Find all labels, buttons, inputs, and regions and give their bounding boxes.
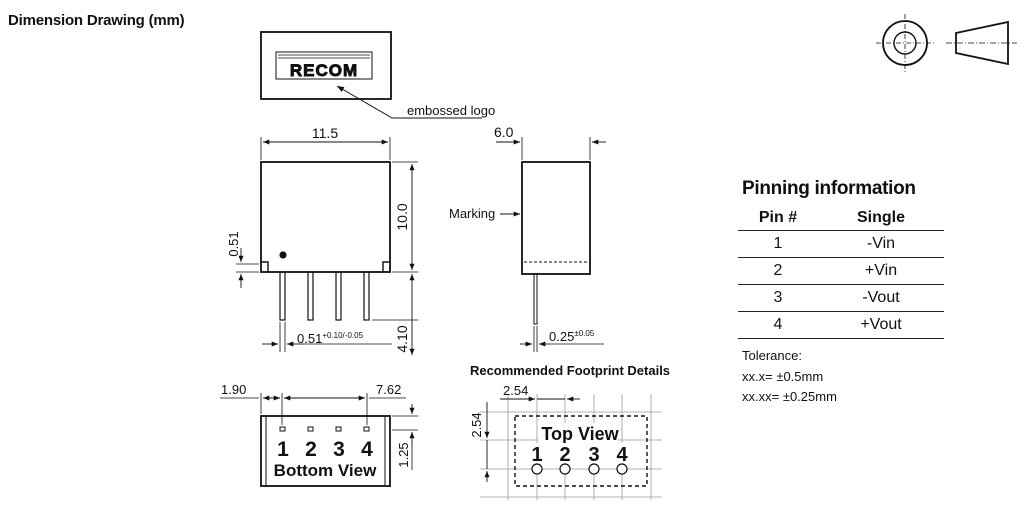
projection-symbol-icon <box>876 14 1017 72</box>
logo-view: RECOM embossed logo <box>260 31 495 119</box>
pitch-total-dimension: 7.62 <box>376 382 401 397</box>
footprint-pin-3: 3 <box>588 444 599 466</box>
pin-number-header: Pin # <box>738 206 818 231</box>
bottom-pin-1: 1 <box>277 438 289 461</box>
footprint-pin-1: 1 <box>531 444 542 466</box>
bottom-pin-3: 3 <box>333 438 345 461</box>
tolerance-line: xx.x= ±0.5mm <box>742 369 824 384</box>
pin-function-cell: -Vin <box>818 230 944 258</box>
table-row: 3 -Vout <box>738 284 944 312</box>
side-offset-dimension: 1.25 <box>396 442 411 467</box>
footprint-title: Recommended Footprint Details <box>470 363 670 378</box>
footprint-view: Recommended Footprint Details Top View 1… <box>469 363 670 500</box>
marking-label: Marking <box>449 206 495 221</box>
table-row: 4 +Vout <box>738 311 944 339</box>
bottom-pin-4: 4 <box>361 438 373 461</box>
depth-dimension: 6.0 <box>494 124 514 140</box>
logo-text: RECOM <box>290 61 358 80</box>
side-view: 6.0 Marking 0.25±0.05 <box>449 124 606 352</box>
pinning-table: Pin # Single 1 -Vin 2 +Vin 3 -Vout 4 +Vo… <box>738 206 944 339</box>
footprint-pin-4: 4 <box>616 444 628 466</box>
front-view: 11.5 10.0 4.10 0.51 0.51+0.10/-0.05 <box>226 125 418 355</box>
footprint-pin-2: 2 <box>559 444 570 466</box>
tolerance-title: Tolerance: <box>742 348 802 363</box>
pinning-title: Pinning information <box>742 178 916 199</box>
pin-thickness-dimension: 0.25±0.05 <box>549 329 595 344</box>
tolerance-line: xx.xx= ±0.25mm <box>742 389 837 404</box>
footprint-pitch-dimension: 2.54 <box>503 383 528 398</box>
pin-function-cell: +Vout <box>818 311 944 339</box>
pin1-dot <box>279 251 287 259</box>
pin-width-dimension: 0.51+0.10/-0.05 <box>297 331 364 346</box>
width-dimension: 11.5 <box>312 125 338 141</box>
bottom-view-caption: Bottom View <box>274 461 377 480</box>
embossed-logo-label: embossed logo <box>407 103 495 118</box>
single-header: Single <box>818 206 944 231</box>
footprint-caption: Top View <box>541 424 619 444</box>
pin-number-cell: 4 <box>738 311 818 339</box>
bottom-view: 1 2 3 4 Bottom View 1.90 7.62 1.25 <box>220 382 418 487</box>
height-dimension: 10.0 <box>394 203 410 230</box>
pin-length-dimension: 4.10 <box>394 325 410 352</box>
table-row: 1 -Vin <box>738 230 944 258</box>
standoff-dimension: 0.51 <box>226 231 241 256</box>
pin-function-cell: -Vout <box>818 284 944 312</box>
page-title: Dimension Drawing (mm) <box>8 12 185 29</box>
pinning-header-row: Pin # Single <box>738 206 944 231</box>
pin-number-cell: 2 <box>738 257 818 285</box>
pin-number-cell: 3 <box>738 284 818 312</box>
footprint-row-dimension: 2.54 <box>469 412 484 437</box>
pin-number-cell: 1 <box>738 230 818 258</box>
bottom-pin-2: 2 <box>305 438 317 461</box>
pin-function-cell: +Vin <box>818 257 944 285</box>
table-row: 2 +Vin <box>738 257 944 285</box>
left-offset-dimension: 1.90 <box>221 382 246 397</box>
